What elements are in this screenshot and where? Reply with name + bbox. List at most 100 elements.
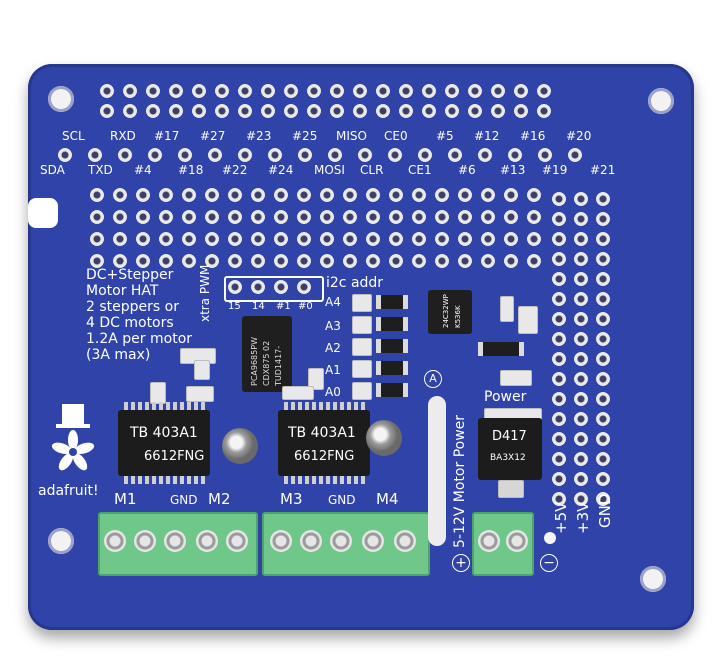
proto-pad xyxy=(412,254,426,268)
addr-pin-label: A2 xyxy=(325,341,341,355)
proto-pad xyxy=(343,210,357,224)
proto-pad xyxy=(113,188,127,202)
smd-component xyxy=(150,382,166,404)
terminal-screw[interactable] xyxy=(478,530,500,552)
chip-pin xyxy=(361,402,365,410)
motor-power-label: 5-12V Motor Power xyxy=(452,414,468,548)
proto-pad xyxy=(228,188,242,202)
proto-pad xyxy=(320,254,334,268)
proto-pad xyxy=(343,254,357,268)
chip-text: 24C32WP xyxy=(442,294,450,328)
rail-pad xyxy=(574,492,588,506)
power-led xyxy=(544,532,556,544)
terminal-screw[interactable] xyxy=(330,530,352,552)
proto-pad xyxy=(159,210,173,224)
terminal-screw[interactable] xyxy=(226,530,248,552)
chip-text: TUD1417- xyxy=(274,345,283,386)
header-pad xyxy=(353,104,367,118)
header-pad xyxy=(568,148,582,162)
chip-pin xyxy=(326,402,330,410)
proto-pad xyxy=(458,232,472,246)
rail-pad xyxy=(552,492,566,506)
rail-pad xyxy=(596,272,610,286)
rail-pad xyxy=(552,292,566,306)
proto-pad xyxy=(481,254,495,268)
proto-pad xyxy=(435,254,449,268)
rail-pad xyxy=(552,352,566,366)
terminal-screw[interactable] xyxy=(362,530,384,552)
header-pad xyxy=(123,104,137,118)
power-label: Power xyxy=(484,389,527,405)
terminal-screw[interactable] xyxy=(196,530,218,552)
proto-pad xyxy=(182,210,196,224)
chip-pin xyxy=(361,476,365,484)
header-pad xyxy=(307,104,321,118)
chip-pin xyxy=(138,402,142,410)
terminal-screw[interactable] xyxy=(300,530,322,552)
proto-pad xyxy=(274,232,288,246)
addr-jumper-pad[interactable] xyxy=(352,316,372,334)
proto-pad xyxy=(366,254,380,268)
header-pad xyxy=(514,104,528,118)
proto-pad xyxy=(481,210,495,224)
pwm-header xyxy=(224,276,324,302)
header-label: #16 xyxy=(520,129,546,143)
header-pad xyxy=(514,84,528,98)
chip-pin xyxy=(347,476,351,484)
addr-pin-label: A3 xyxy=(325,319,341,333)
header-label: TXD xyxy=(88,163,113,177)
addr-pin-label: A1 xyxy=(325,363,341,377)
terminal-screw[interactable] xyxy=(270,530,292,552)
terminal-screw[interactable] xyxy=(164,530,186,552)
chip-pin xyxy=(180,402,184,410)
rail-pad xyxy=(574,252,588,266)
chip-pin xyxy=(124,402,128,410)
header-label: CE1 xyxy=(408,163,432,177)
rail-pad xyxy=(574,312,588,326)
proto-pad xyxy=(504,254,518,268)
terminal-screw[interactable] xyxy=(506,530,528,552)
chip-pin xyxy=(180,476,184,484)
terminal-screw[interactable] xyxy=(104,530,126,552)
chip-pin xyxy=(173,476,177,484)
header-pad xyxy=(298,148,312,162)
header-pad xyxy=(537,104,551,118)
motor-label-m3: M3 xyxy=(280,490,303,508)
header-label: #22 xyxy=(222,163,248,177)
header-pad xyxy=(284,84,298,98)
header-pad xyxy=(388,148,402,162)
chip-pin xyxy=(340,402,344,410)
proto-pad xyxy=(90,188,104,202)
addr-jumper-pad[interactable] xyxy=(352,294,372,312)
chip-pin xyxy=(159,476,163,484)
proto-pad xyxy=(435,232,449,246)
proto-pad xyxy=(320,232,334,246)
header-pad xyxy=(169,104,183,118)
rail-pad xyxy=(596,412,610,426)
header-pad xyxy=(538,148,552,162)
terminal-screw[interactable] xyxy=(394,530,416,552)
addr-jumper-pad[interactable] xyxy=(352,360,372,378)
eeprom-chip: 24C32WP K536K xyxy=(428,290,472,334)
terminal-screw[interactable] xyxy=(134,530,156,552)
chip-pin xyxy=(298,476,302,484)
rail-pad xyxy=(574,372,588,386)
proto-pad xyxy=(159,232,173,246)
smd-resistor xyxy=(478,342,524,356)
proto-pad xyxy=(527,254,541,268)
proto-pad xyxy=(435,188,449,202)
rail-pad xyxy=(596,372,610,386)
header-label: CLR xyxy=(360,163,384,177)
title-line: Motor HAT xyxy=(86,283,159,299)
proto-pad xyxy=(412,232,426,246)
rail-pad xyxy=(596,352,610,366)
header-pad xyxy=(445,104,459,118)
chip-pin xyxy=(138,476,142,484)
proto-pad xyxy=(435,210,449,224)
header-pad xyxy=(88,148,102,162)
addr-jumper-pad[interactable] xyxy=(352,338,372,356)
proto-pad xyxy=(113,232,127,246)
proto-pad xyxy=(90,210,104,224)
addr-jumper-pad[interactable] xyxy=(352,382,372,400)
adafruit-logo xyxy=(44,402,104,476)
